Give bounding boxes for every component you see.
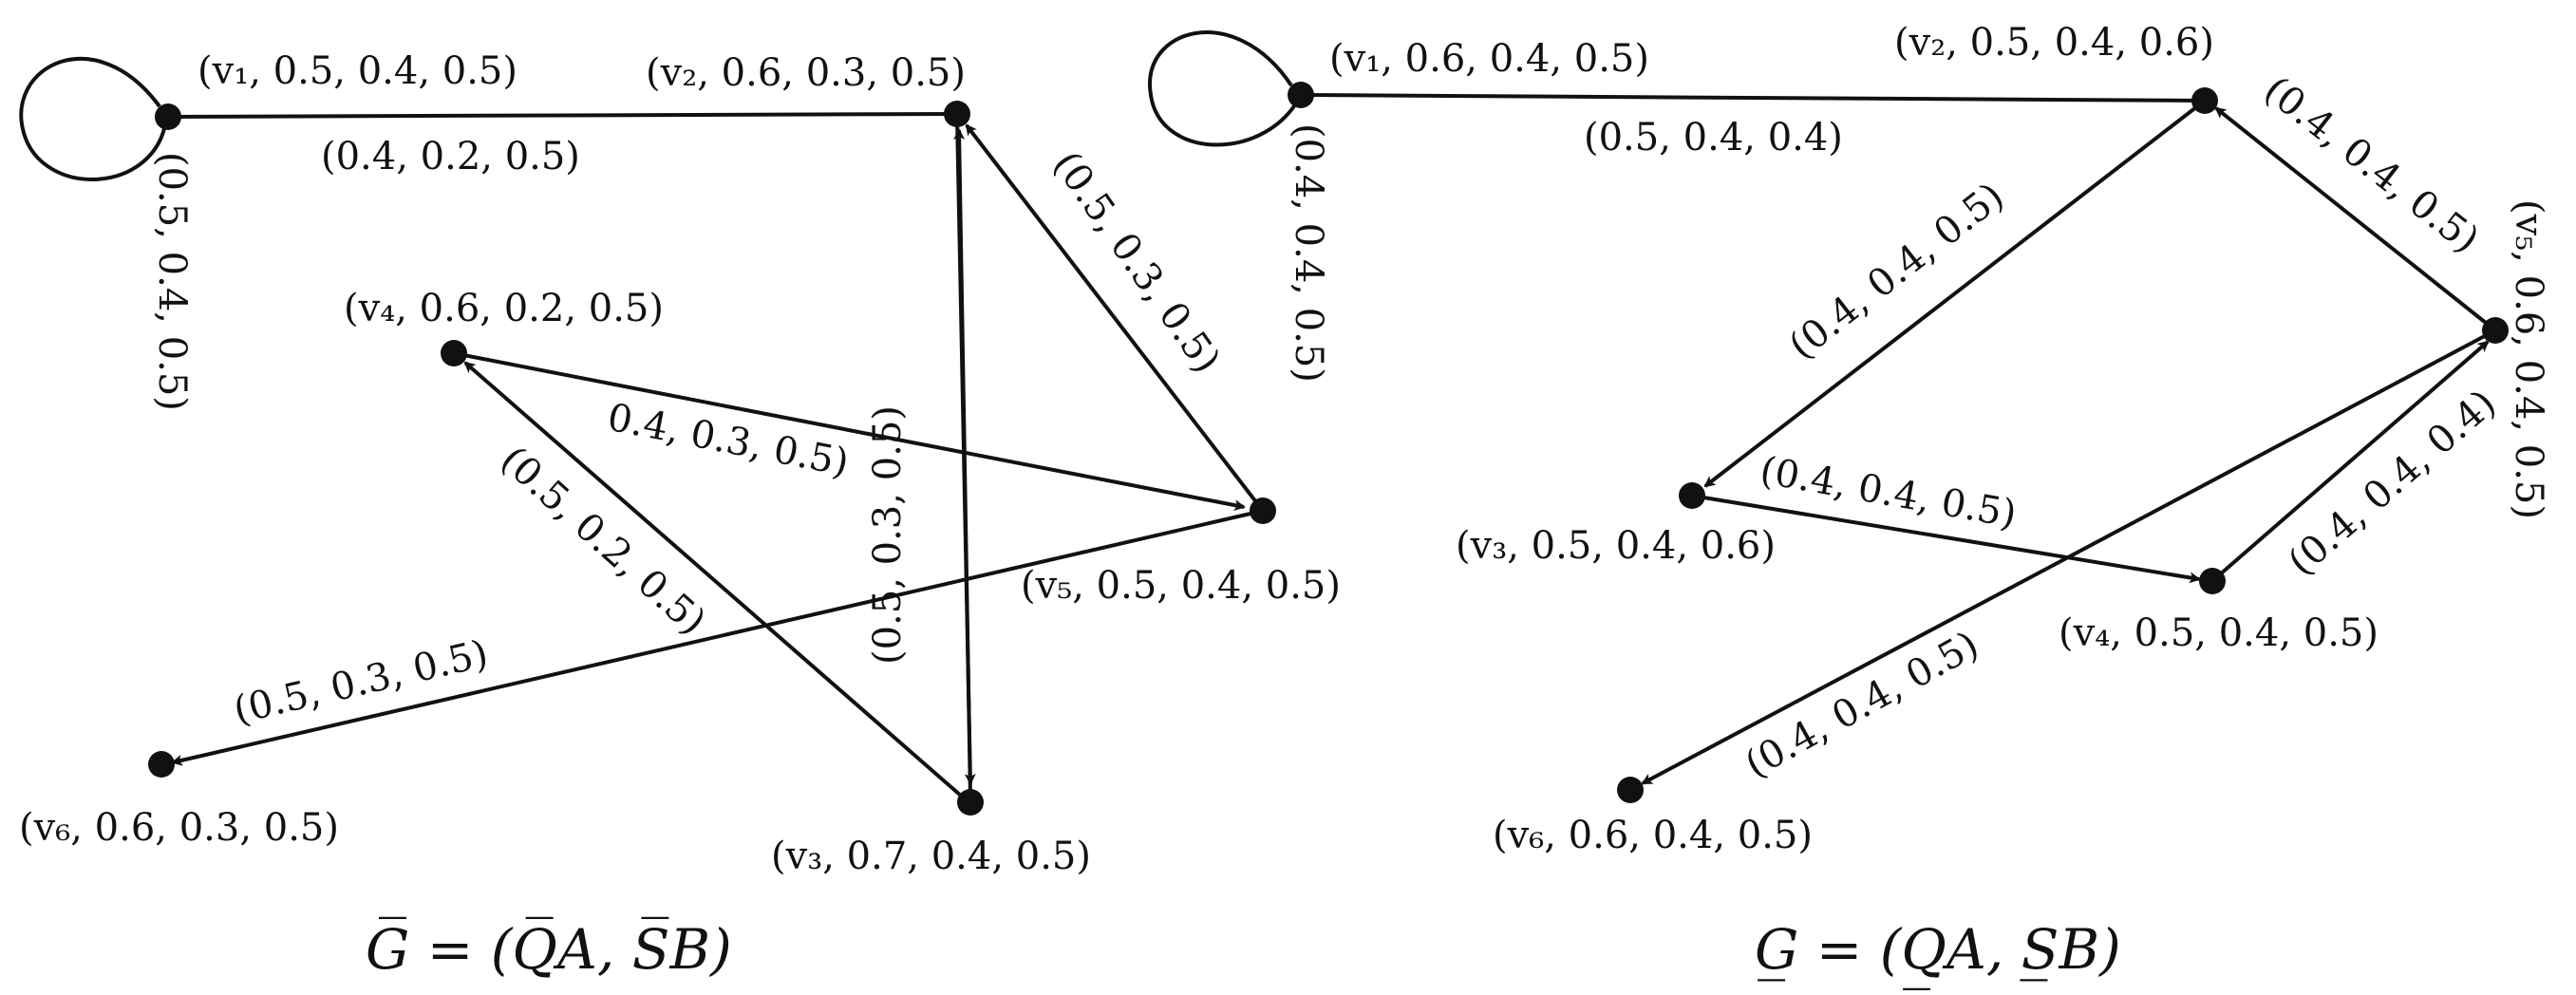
right-node-v3 — [1679, 482, 1705, 509]
right-graph-caption: G̲ = (Q̲A, S̲B) — [1755, 917, 2121, 990]
right-node-label-v5: (v₅, 0.6, 0.4, 0.5) — [2507, 199, 2550, 519]
right-edge-v3-v4 — [1691, 494, 2201, 584]
left-node-label-v1: (v₁, 0.5, 0.4, 0.5) — [197, 49, 517, 93]
left-node-label-v6: (v₆, 0.6, 0.3, 0.5) — [19, 806, 339, 850]
right-edge-label-v5-v6: (0.4, 0.4, 0.5) — [1739, 623, 1986, 787]
right-node-v2 — [2191, 87, 2218, 114]
right-graph: (v₁, 0.6, 0.4, 0.5) (v₂, 0.5, 0.4, 0.6) … — [1148, 21, 2550, 990]
left-edge-v5-v6 — [171, 509, 1264, 766]
left-edge-v1-v2 — [167, 112, 958, 119]
left-edge-label-v4-v5: 0.4, 0.3, 0.5) — [604, 396, 852, 485]
right-node-v4 — [2199, 568, 2226, 594]
left-edge-label-v3-v4: (0.5, 0.2, 0.5) — [492, 438, 714, 644]
left-node-label-v3: (v₃, 0.7, 0.4, 0.5) — [771, 835, 1091, 878]
right-node-label-v4: (v₄, 0.5, 0.4, 0.5) — [2059, 611, 2379, 655]
left-node-label-v2: (v₂, 0.6, 0.3, 0.5) — [646, 51, 966, 95]
left-graph: (v₁, 0.5, 0.4, 0.5) (v₂, 0.6, 0.3, 0.5) … — [19, 49, 1341, 982]
left-node-label-v5: (v₅, 0.5, 0.4, 0.5) — [1021, 564, 1341, 608]
right-node-label-v1: (v₁, 0.6, 0.4, 0.5) — [1329, 37, 1649, 81]
right-node-v6 — [1617, 777, 1644, 803]
right-node-label-v6: (v₆, 0.6, 0.4, 0.5) — [1493, 814, 1813, 857]
left-node-v4 — [441, 340, 467, 366]
right-edge-label-v4-v5: (0.4, 0.4, 0.4) — [2280, 382, 2504, 585]
left-node-v3 — [957, 789, 984, 816]
left-edge-label-v1-v2: (0.4, 0.2, 0.5) — [321, 135, 580, 178]
right-edge-label-v1-loop: (0.4, 0.4, 0.5) — [1287, 123, 1330, 383]
right-node-label-v3: (v₃, 0.5, 0.4, 0.6) — [1456, 524, 1776, 568]
right-node-v1 — [1288, 82, 1314, 108]
left-edge-label-v3-v2: (0.5, 0.3, 0.5) — [866, 405, 910, 665]
left-node-v5 — [1250, 498, 1276, 524]
right-edge-v1-v2 — [1300, 93, 2206, 103]
right-edge-v5-v2 — [2214, 106, 2497, 332]
right-edge-v2-v3 — [1703, 99, 2207, 488]
left-graph-caption: G̅ = (Q̅A, S̅B) — [366, 915, 732, 982]
left-edge-v3-v4 — [463, 361, 970, 804]
right-edge-label-v1-v2: (0.5, 0.4, 0.4) — [1584, 116, 1843, 160]
right-node-label-v2: (v₂, 0.5, 0.4, 0.6) — [1894, 21, 2214, 65]
left-node-v1 — [155, 103, 181, 130]
left-edge-v2-v3 — [955, 116, 976, 785]
right-edge-label-v3-v4: (0.4, 0.4, 0.5) — [1757, 449, 2020, 537]
right-edge-v4-v5 — [2210, 340, 2490, 583]
left-edge-v1-loop — [19, 56, 171, 181]
left-node-label-v4: (v₄, 0.6, 0.2, 0.5) — [344, 287, 664, 330]
left-node-v6 — [148, 751, 175, 778]
right-node-v5 — [2482, 317, 2509, 344]
left-edge-v4-v5 — [453, 351, 1246, 511]
left-edge-label-v1-loop: (0.5, 0.4, 0.5) — [150, 152, 194, 411]
right-edge-v1-loop — [1148, 30, 1303, 147]
left-edge-v5-v2 — [965, 123, 1265, 513]
right-edge-v5-v6 — [1641, 329, 2496, 785]
left-node-v2 — [944, 101, 970, 127]
